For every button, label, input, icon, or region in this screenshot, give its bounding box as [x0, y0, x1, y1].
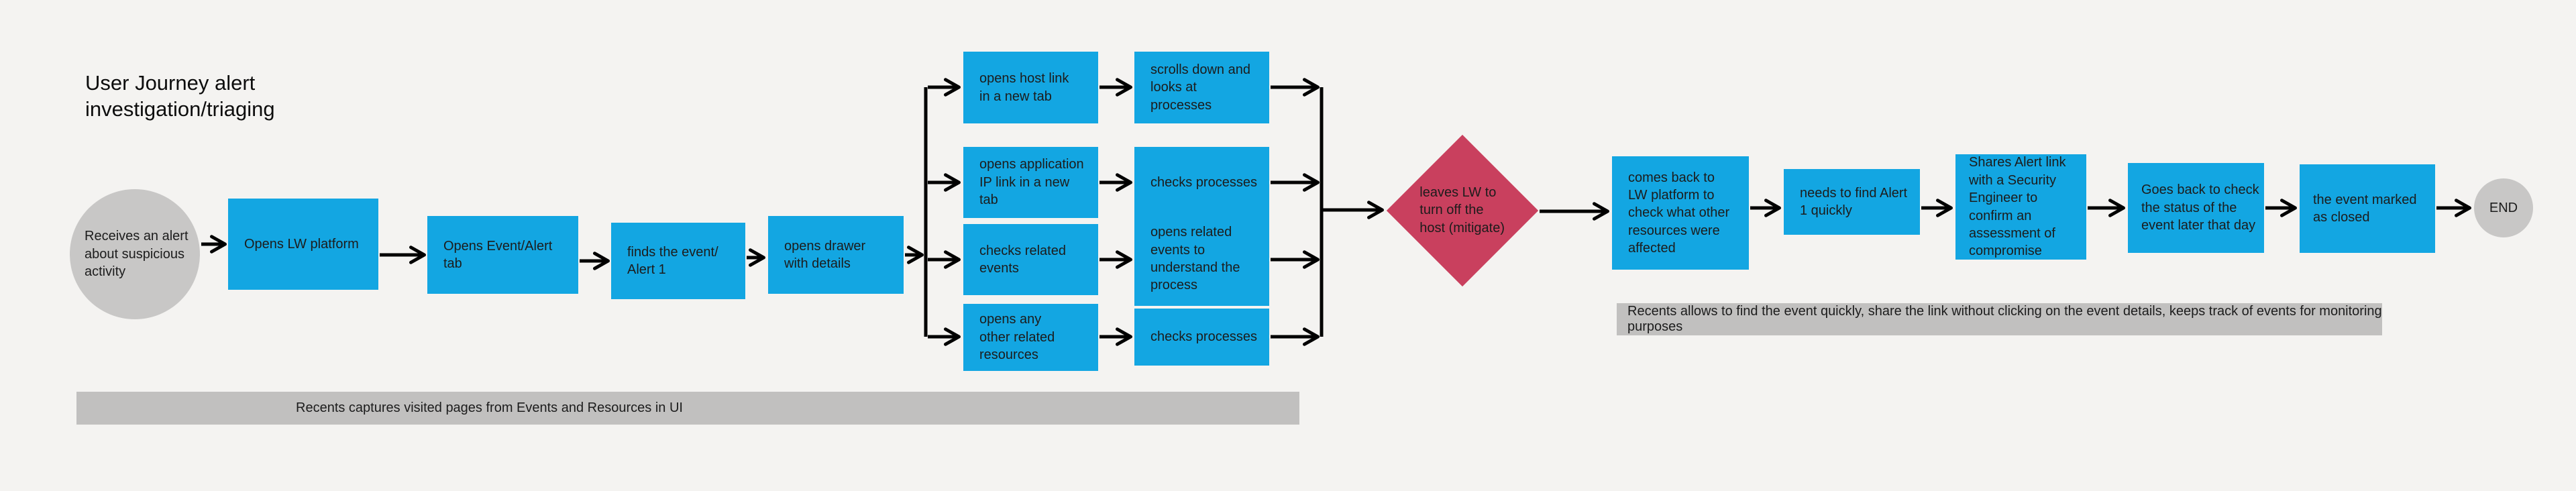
step-opens-drawer-details[interactable]: opens drawer with details [768, 216, 904, 294]
step-label: opens any other related resources [979, 312, 1055, 363]
step-label: the event marked as closed [2313, 192, 2417, 225]
step-opens-application-ip-link[interactable]: opens application IP link in a new tab [963, 147, 1098, 218]
step-label: needs to find Alert 1 quickly [1800, 185, 1908, 218]
step-label: checks processes [1150, 329, 1257, 345]
step-label: Opens Event/Alert tab [443, 238, 553, 271]
start-terminator[interactable]: Receives an alert about suspicious activ… [70, 189, 200, 319]
end-terminator[interactable]: END [2474, 178, 2533, 237]
step-label: checks related events [979, 243, 1066, 276]
decision-label: leaves LW to turn off the host (mitigate… [1419, 185, 1505, 236]
step-label: opens host link in a new tab [979, 71, 1069, 104]
note-recents-benefits[interactable]: Recents allows to find the event quickly… [1617, 303, 2382, 335]
step-opens-related-events[interactable]: opens related events to understand the p… [1134, 212, 1269, 306]
note-recents-capture[interactable]: Recents captures visited pages from Even… [76, 392, 1299, 425]
step-label: Shares Alert link with a Security Engine… [1969, 155, 2066, 259]
step-label: finds the event/ Alert 1 [627, 244, 718, 277]
step-checks-related-events[interactable]: checks related events [963, 224, 1098, 295]
note-label: Recents captures visited pages from Even… [296, 400, 683, 415]
step-opens-other-resources[interactable]: opens any other related resources [963, 304, 1098, 371]
step-comes-back-to-lw[interactable]: comes back to LW platform to check what … [1612, 156, 1749, 270]
step-label: comes back to LW platform to check what … [1628, 170, 1730, 256]
step-label: Opens LW platform [244, 236, 359, 252]
step-opens-lw-platform[interactable]: Opens LW platform [228, 199, 378, 290]
step-checks-processes-2[interactable]: checks processes [1134, 309, 1269, 366]
step-label: scrolls down and looks at processes [1150, 62, 1250, 113]
step-label: opens application IP link in a new tab [979, 157, 1084, 208]
step-checks-processes-1[interactable]: checks processes [1134, 147, 1269, 218]
step-opens-event-alert-tab[interactable]: Opens Event/Alert tab [427, 216, 578, 294]
step-needs-find-alert-quickly[interactable]: needs to find Alert 1 quickly [1784, 169, 1920, 235]
end-terminator-label: END [2489, 200, 2518, 215]
step-label: checks processes [1150, 174, 1257, 190]
step-goes-back-check-status[interactable]: Goes back to check the status of the eve… [2128, 163, 2264, 253]
note-label: Recents allows to find the event quickly… [1627, 304, 2382, 334]
step-label: Goes back to check the status of the eve… [2141, 182, 2259, 233]
page-title: User Journey alert investigation/triagin… [85, 71, 275, 121]
step-finds-event-alert-1[interactable]: finds the event/ Alert 1 [611, 223, 745, 299]
step-opens-host-link[interactable]: opens host link in a new tab [963, 52, 1098, 123]
step-label: opens drawer with details [784, 238, 866, 271]
step-scrolls-looks-processes[interactable]: scrolls down and looks at processes [1134, 52, 1269, 123]
step-shares-alert-link[interactable]: Shares Alert link with a Security Engine… [1955, 154, 2086, 260]
step-label: opens related events to understand the p… [1150, 225, 1240, 293]
start-terminator-label: Receives an alert about suspicious activ… [85, 229, 189, 280]
step-event-marked-closed[interactable]: the event marked as closed [2300, 164, 2435, 253]
connector-lines [201, 78, 2471, 346]
